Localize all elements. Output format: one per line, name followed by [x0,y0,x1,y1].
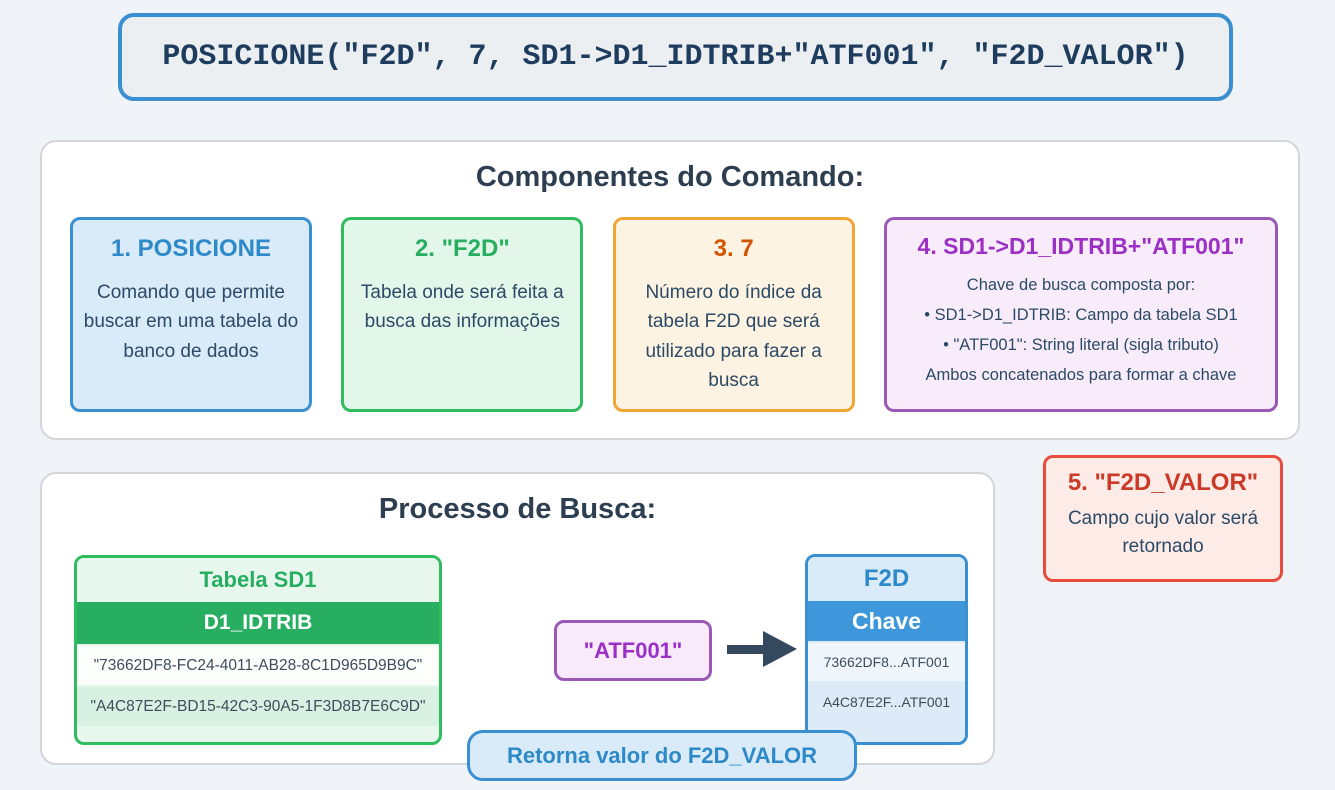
arrow-shaft [727,645,765,654]
sd1-table-row: "A4C87E2F-BD15-42C3-90A5-1F3D8B7E6C9D" [77,685,439,726]
search-key-description-line: Chave de busca composta por: [966,276,1196,294]
return-value-badge: Retorna valor do F2D_VALOR [467,730,857,781]
sd1-table-row: "73662DF8-FC24-4011-AB28-8C1D965D9B9C" [77,644,439,685]
search-key-literal-box: "ATF001" [554,620,712,681]
command-code-box: POSICIONE("F2D", 7, SD1->D1_IDTRIB+"ATF0… [118,13,1233,101]
components-panel-title: Componentes do Comando: [475,161,865,193]
search-key-description-line: Ambos concatenados para formar a chave [925,366,1237,385]
component-card-title: 3. 7 [713,235,754,262]
search-key-description-line: • "ATF001": String literal (sigla tribut… [943,336,1219,355]
component-card-body: Número do índice da tabela F2D que será … [645,282,822,392]
sd1-table: Tabela SD1 D1_IDTRIB "73662DF8-FC24-4011… [74,555,442,745]
sd1-table-title: Tabela SD1 [77,558,439,602]
component-card-body: Campo cujo valor será retornado [1067,508,1259,557]
component-card-title: 1. POSICIONE [110,235,272,262]
component-card-f2d: 2. "F2D" Tabela onde será feita a busca … [341,217,584,412]
component-card-body: Chave de busca composta por: • SD1->D1_I… [895,270,1267,390]
components-panel: Componentes do Comando: 1. POSICIONE Com… [40,140,1300,440]
process-panel-title: Processo de Busca: [378,493,657,525]
sd1-column-header: D1_IDTRIB [77,602,439,644]
component-card-title: 4. SD1->D1_IDTRIB+"ATF001" [917,233,1245,259]
component-card-title: 2. "F2D" [414,235,510,262]
f2d-table: F2D Chave 73662DF8...ATF001 A4C87E2F...A… [805,554,968,745]
right-arrow-icon [727,631,797,667]
components-cards-row: 1. POSICIONE Comando que permite buscar … [70,217,1278,412]
search-key-description-line: • SD1->D1_IDTRIB: Campo da tabela SD1 [924,306,1238,325]
search-process-panel: Processo de Busca: Tabela SD1 D1_IDTRIB … [40,472,995,765]
component-card-index: 3. 7 Número do índice da tabela F2D que … [612,217,855,412]
command-code-text: POSICIONE("F2D", 7, SD1->D1_IDTRIB+"ATF0… [162,40,1189,74]
component-card-posicione: 1. POSICIONE Comando que permite buscar … [70,217,312,412]
component-card-return-field: 5. "F2D_VALOR" Campo cujo valor será ret… [1043,455,1283,582]
component-card-body: Comando que permite buscar em uma tabela… [83,282,299,362]
component-card-body: Tabela onde será feita a busca das infor… [360,282,564,333]
component-card-title: 5. "F2D_VALOR" [1067,469,1259,496]
f2d-column-header: Chave [808,601,965,641]
f2d-table-row: 73662DF8...ATF001 [808,641,965,681]
component-card-search-key: 4. SD1->D1_IDTRIB+"ATF001" Chave de busc… [883,217,1278,412]
f2d-table-title: F2D [808,557,965,601]
f2d-table-row: A4C87E2F...ATF001 [808,681,965,721]
arrow-head [763,631,797,667]
